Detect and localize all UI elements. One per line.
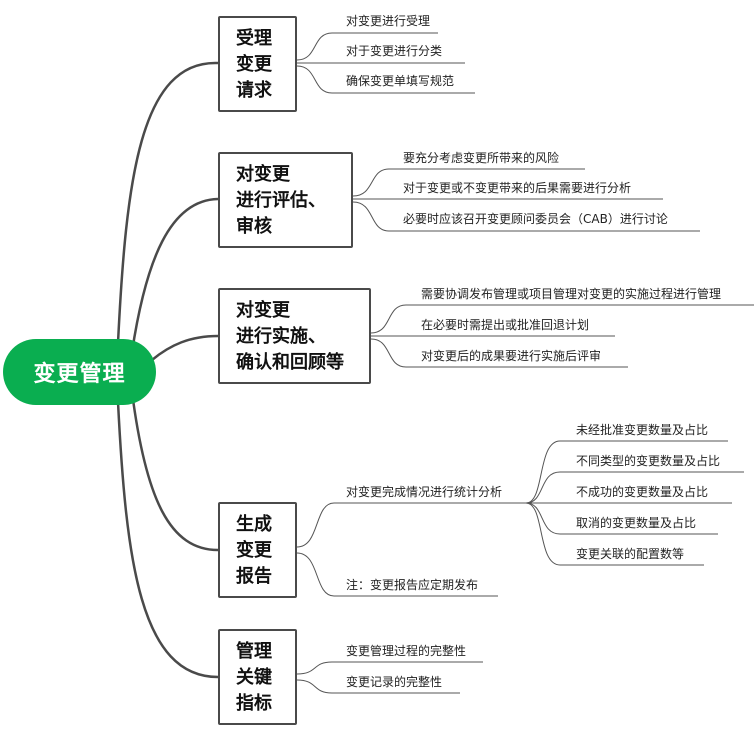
branch-label-line: 关键 [236,667,272,688]
branch-label-line: 受理 [236,28,272,49]
leaf-item: 必要时应该召开变更顾问委员会（CAB）进行讨论 [403,212,668,226]
leaf-item: 需要协调发布管理或项目管理对变更的实施过程进行管理 [421,287,722,301]
connector-b3-leaf1 [370,304,754,334]
connector-root-branch-1 [116,61,219,344]
connector-b5-leaf2 [296,679,460,694]
branch-label-line: 进行实施、 [236,326,326,347]
branch-label-line: 变更 [236,540,272,561]
branch-label-line: 对变更 [236,164,290,185]
connector-root-branch-2 [130,197,219,353]
leaf-item: 在必要时需提出或批准回退计划 [421,318,590,332]
connector-b4-sub1 [525,440,728,504]
leaf-item: 要充分考虑变更所带来的风险 [403,151,560,165]
branch-label-line: 确认和回顾等 [236,352,344,373]
connector-root-branch-5 [116,401,219,679]
branch-label-line: 指标 [236,693,272,714]
subleaf-item: 取消的变更数量及占比 [576,516,697,530]
branch-label-line: 请求 [236,80,272,101]
leaf-item: 对于变更或不变更带来的后果需要进行分析 [403,181,632,195]
connector-root-branch-3 [151,334,219,361]
branch-key-indicators: 管理 关键 指标 [218,629,297,725]
connector-b4-sub5 [525,502,704,566]
branch-label-line: 进行评估、 [236,190,326,211]
branch-label-line: 变更 [236,54,272,75]
leaf-item: 注：变更报告应定期发布 [346,578,479,592]
subleaf-item: 不成功的变更数量及占比 [576,485,709,499]
connector-b4-item1 [296,502,526,548]
leaf-item: 对于变更进行分类 [346,44,443,58]
branch-label-line: 生成 [236,514,272,535]
leaf-item: 确保变更单填写规范 [346,74,455,88]
connector-b5-leaf1 [296,661,483,675]
leaf-item: 对变更后的成果要进行实施后评审 [421,349,602,363]
connector-b4-sub2 [525,471,744,504]
leaf-item: 变更管理过程的完整性 [346,644,467,658]
connector-b1-leaf3 [296,65,475,94]
connector-root-branch-4 [130,391,219,552]
branch-label-line: 报告 [236,566,272,587]
branch-label-line: 审核 [236,216,272,237]
subleaf-item: 未经批准变更数量及占比 [576,423,709,437]
leaf-item: 对变更完成情况进行统计分析 [346,485,503,499]
leaf-item: 变更记录的完整性 [346,675,443,689]
connector-b3-leaf3 [370,338,628,368]
leaf-item: 对变更进行受理 [346,14,431,28]
root-node: 变更管理 [3,339,156,405]
connector-b4-item2 [296,552,498,597]
connector-b2-leaf3 [352,201,700,232]
branch-evaluate-review: 对变更 进行评估、 审核 [218,152,353,248]
branch-label-line: 管理 [236,641,272,662]
root-label: 变更管理 [33,362,126,387]
branch-label-line: 对变更 [236,300,290,321]
branch-implement-confirm-review: 对变更 进行实施、 确认和回顾等 [218,288,371,384]
branch-generate-report: 生成 变更 报告 [218,502,297,598]
connector-b4-sub4 [525,502,718,535]
connector-b1-leaf1 [296,32,438,61]
connector-b2-leaf1 [352,168,585,197]
branch-accept-change-request: 受理 变更 请求 [218,16,297,112]
subleaf-item: 变更关联的配置数等 [576,547,685,561]
subleaf-item: 不同类型的变更数量及占比 [576,454,721,468]
